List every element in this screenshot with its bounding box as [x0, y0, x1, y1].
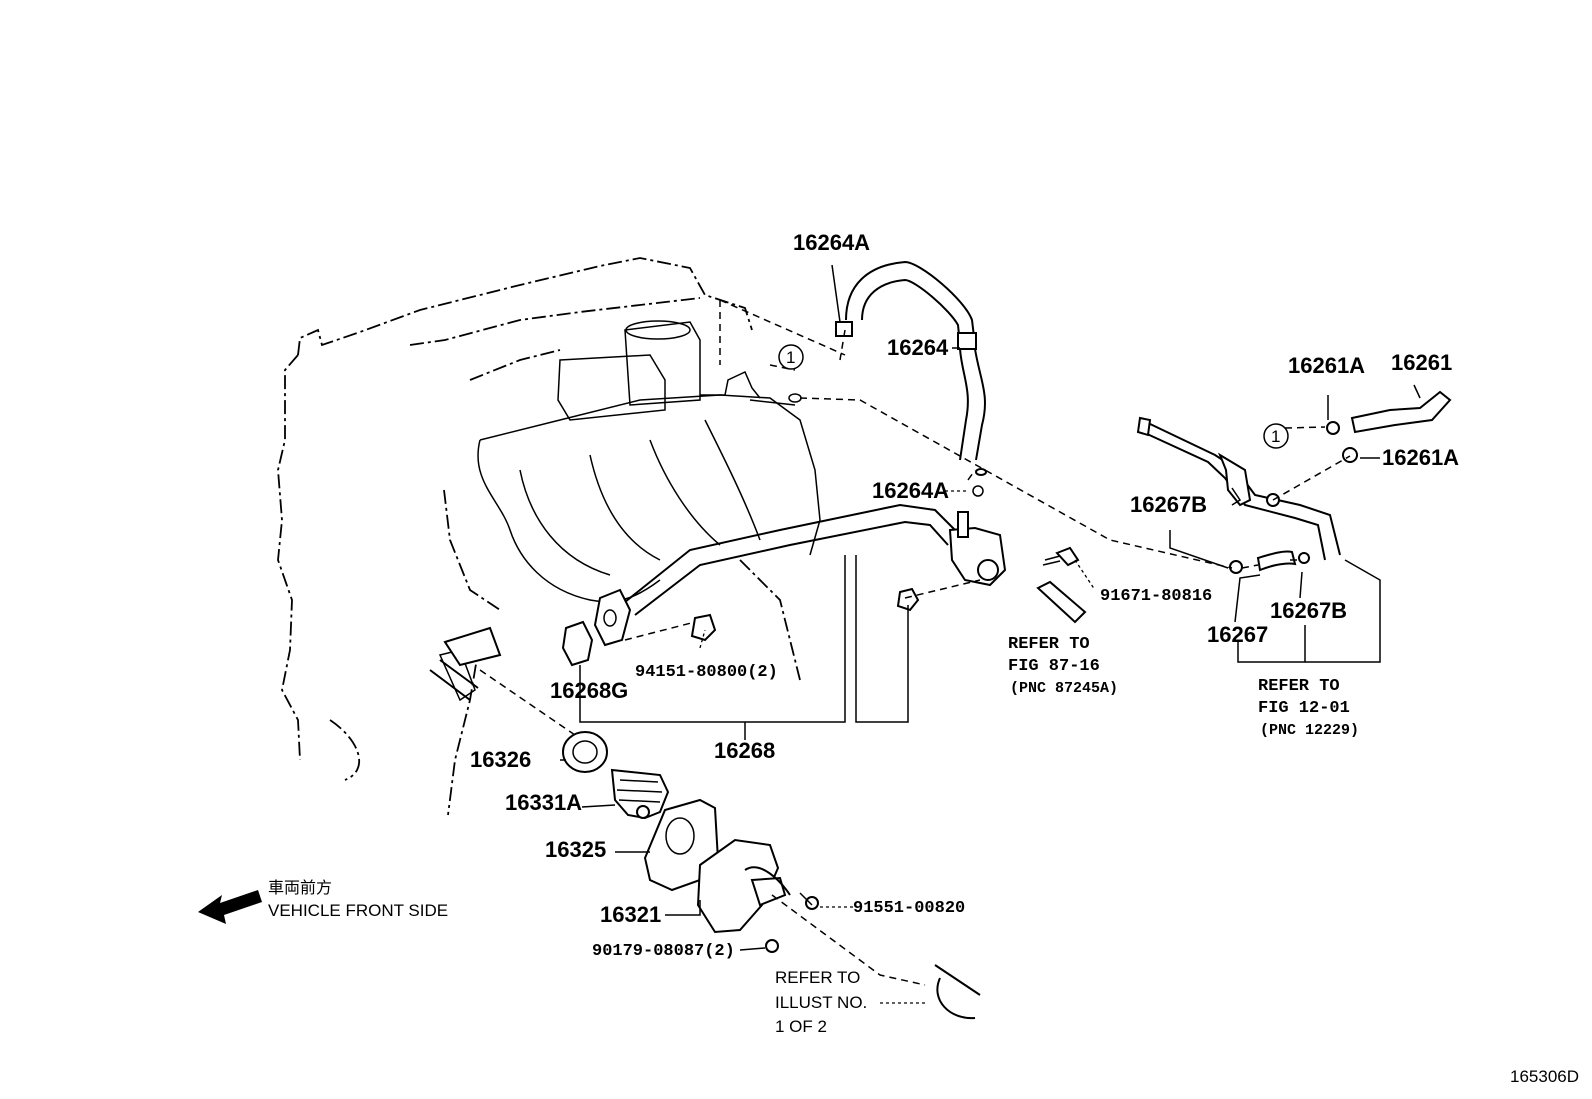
- label-16331A: 16331A: [505, 790, 582, 815]
- label-16325: 16325: [545, 837, 606, 862]
- ref-fig12-line2: FIG 12-01: [1258, 699, 1350, 718]
- label-16321: 16321: [600, 902, 661, 927]
- ref-illust-line3: 1 OF 2: [775, 1017, 827, 1036]
- label-16268G: 16268G: [550, 678, 628, 703]
- leader-lines: [560, 264, 1421, 1004]
- hose-16264: [835, 260, 986, 461]
- label-16267B-right: 16267B: [1270, 598, 1347, 623]
- callout-1-pipe: 1: [1271, 427, 1280, 446]
- ref-illust-line1: REFER TO: [775, 968, 860, 987]
- label-16264: 16264: [887, 335, 949, 360]
- label-16267B-left: 16267B: [1130, 492, 1207, 517]
- label-16264A-top: 16264A: [793, 230, 870, 255]
- reference-notes: REFER TO FIG 87-16 (PNC 87245A) REFER TO…: [775, 635, 1359, 1036]
- direction-en: VEHICLE FRONT SIDE: [268, 901, 448, 920]
- label-91671-80816: 91671-80816: [1100, 587, 1212, 606]
- ref-fig12-line3: (PNC 12229): [1260, 722, 1359, 739]
- direction-jp: 車両前方: [268, 878, 332, 897]
- dashed-connectors: [479, 299, 1351, 986]
- label-16268: 16268: [714, 738, 775, 763]
- label-16267: 16267: [1207, 622, 1268, 647]
- ref-fig87-line2: FIG 87-16: [1008, 657, 1100, 676]
- callout-circles: 1 1: [778, 344, 1289, 449]
- vehicle-front-indicator: 車両前方 VEHICLE FRONT SIDE: [198, 878, 448, 924]
- callout-1-manifold: 1: [786, 348, 795, 367]
- label-16261: 16261: [1391, 350, 1452, 375]
- ref-illust-line2: ILLUST NO.: [775, 993, 867, 1012]
- pipe-assembly-right: [1136, 390, 1452, 574]
- ref-fig12-line1: REFER TO: [1258, 677, 1340, 696]
- thermostat-group: [429, 626, 981, 1020]
- part-labels: 16264A 16264 16264A 16261A 16261 16261A …: [470, 230, 1459, 961]
- label-16264A-mid: 16264A: [872, 478, 949, 503]
- label-90179-08087: 90179-08087(2): [592, 942, 735, 961]
- small-parts: [561, 468, 1087, 667]
- label-16261A-top: 16261A: [1288, 353, 1365, 378]
- ref-fig87-line3: (PNC 87245A): [1010, 680, 1118, 697]
- label-16326: 16326: [470, 747, 531, 772]
- label-16261A-right: 16261A: [1382, 445, 1459, 470]
- ref-fig87-line1: REFER TO: [1008, 635, 1090, 654]
- arrow-left-icon: [198, 890, 262, 924]
- intake-manifold: [477, 320, 821, 603]
- figure-id: 165306D: [1510, 1067, 1579, 1086]
- label-91551-00820: 91551-00820: [853, 899, 965, 918]
- label-94151-80800: 94151-80800(2): [635, 663, 778, 682]
- pipe-16268: [593, 503, 1007, 647]
- engine-block-outline: [277, 257, 801, 816]
